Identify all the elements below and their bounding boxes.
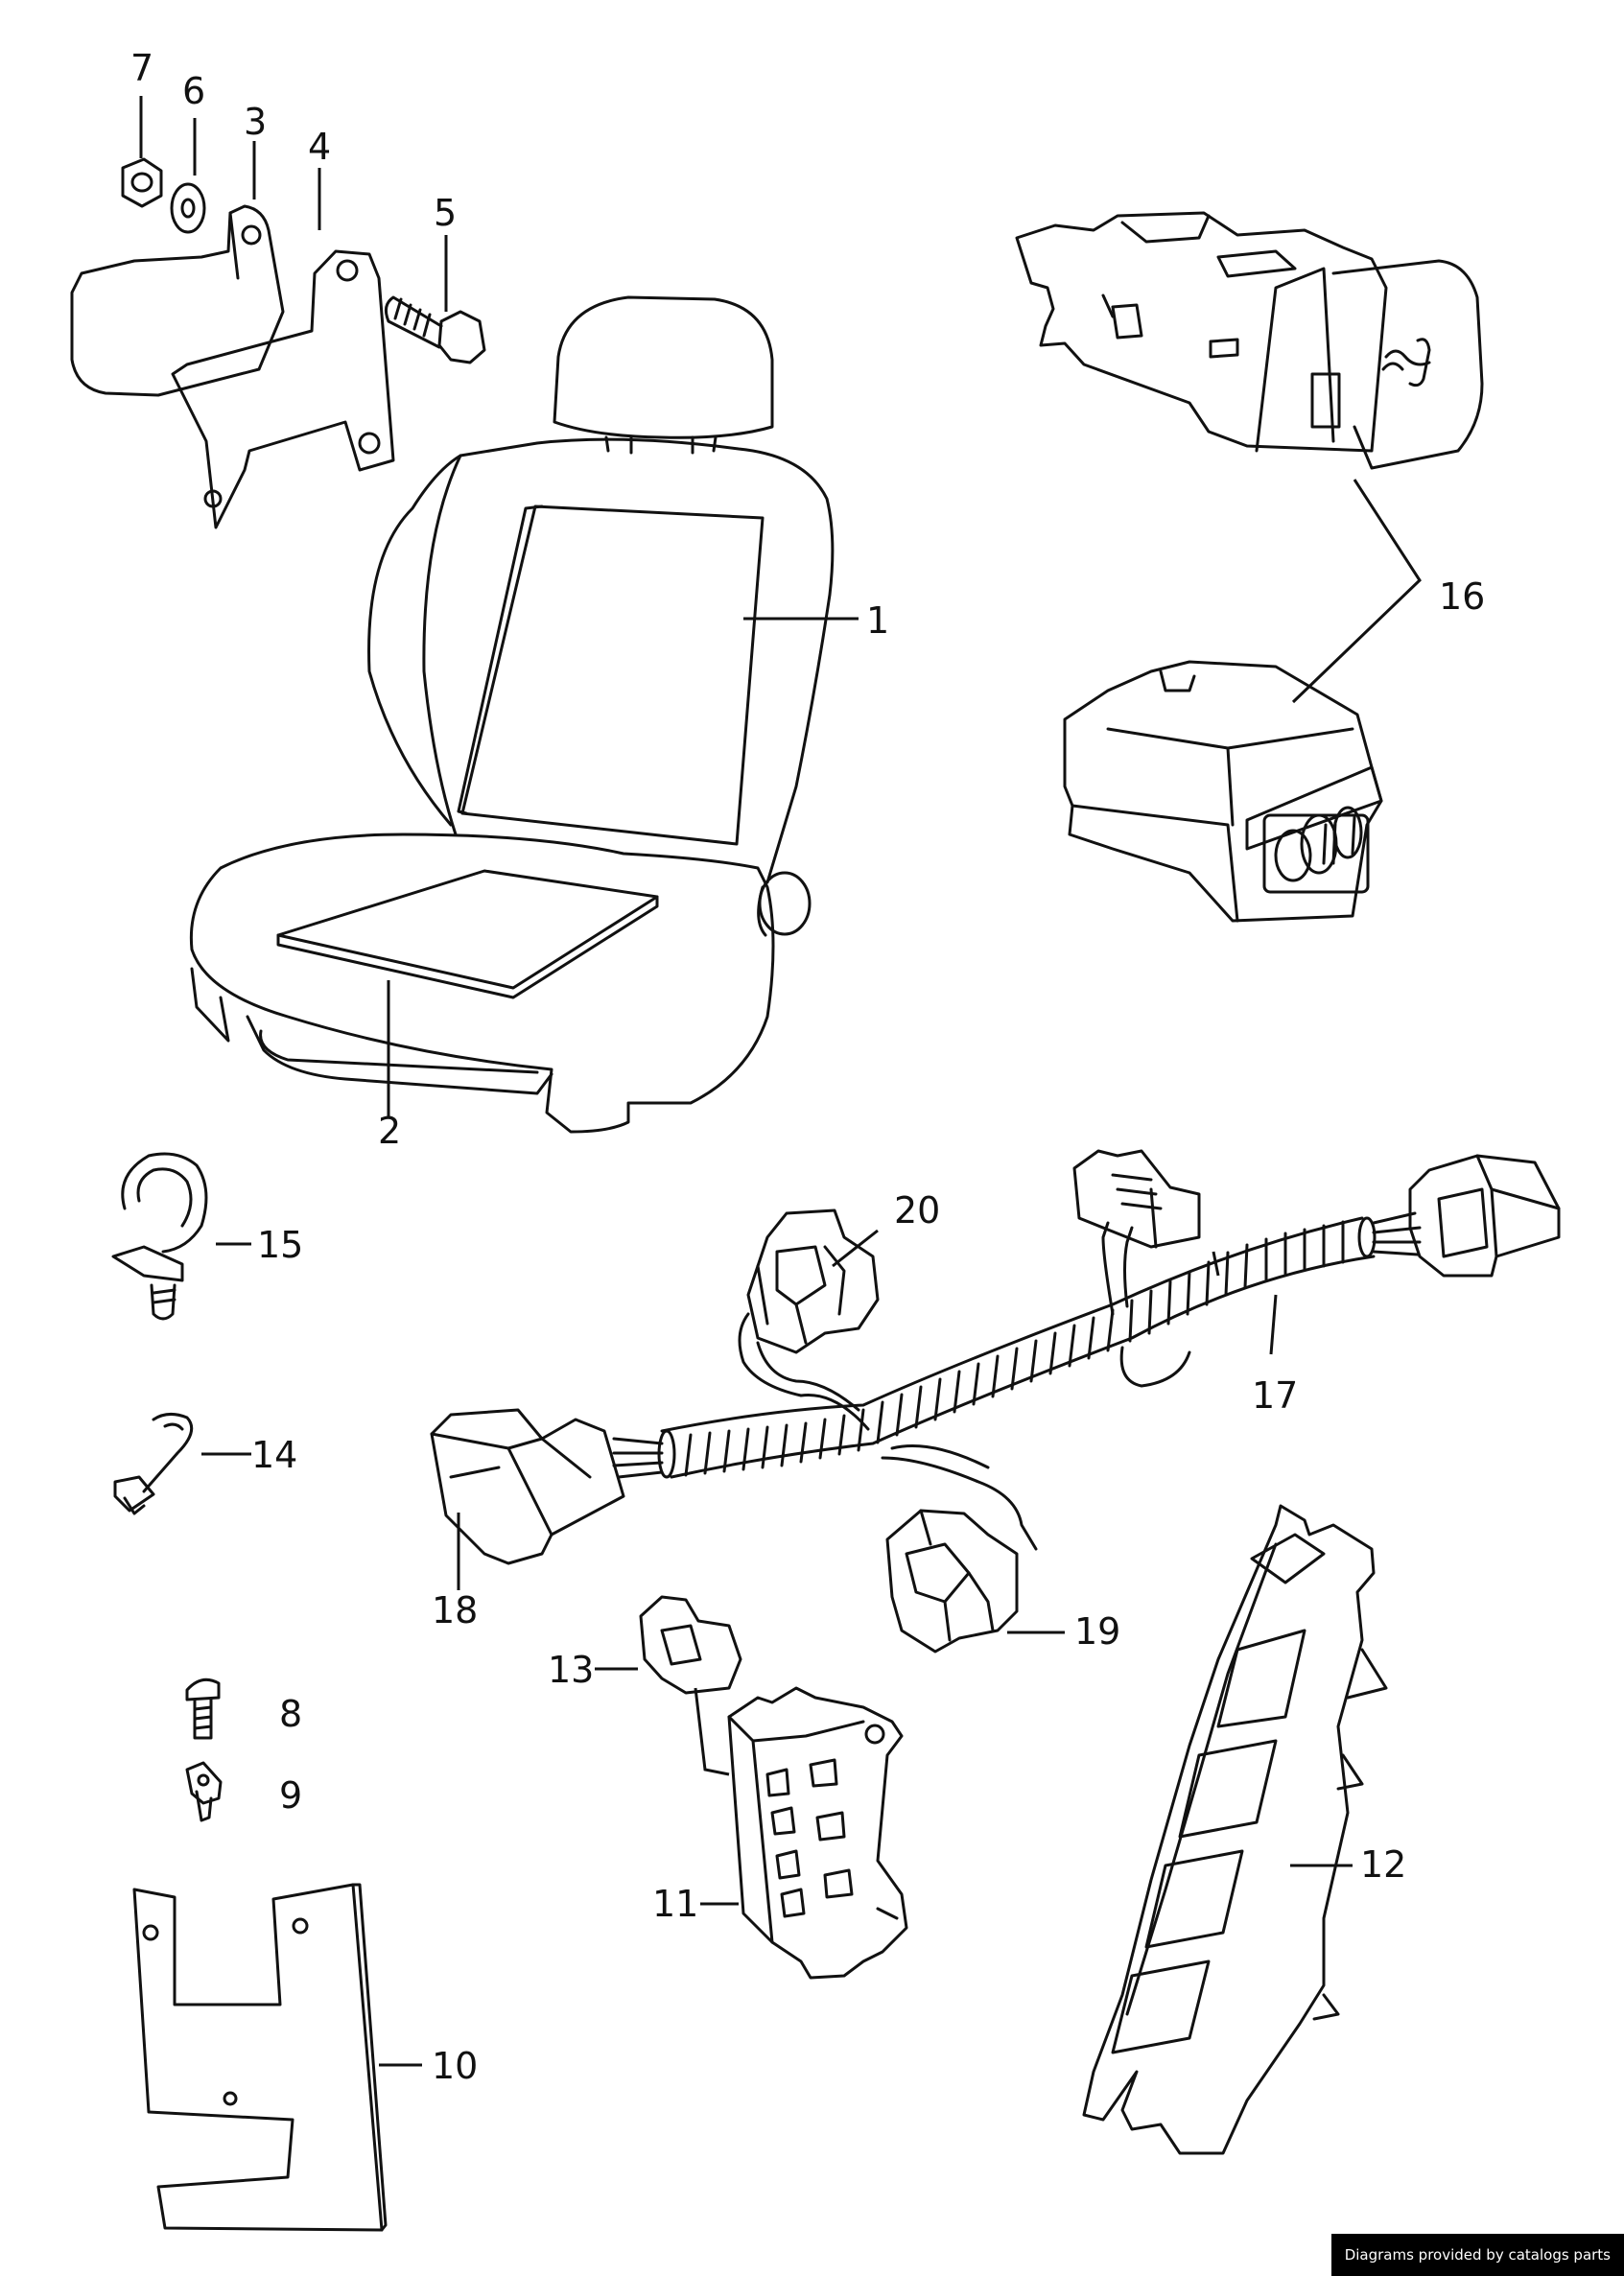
part-5-bolt [384,295,486,364]
part-18-connector [430,1408,625,1565]
callout-7: 7 [130,47,153,89]
part-3-bracket [70,204,285,397]
part-seat [189,295,835,1134]
callout-labels: 7 6 3 4 5 1 2 16 15 20 17 14 18 19 13 8 … [130,47,1485,2087]
callout-2: 2 [378,1110,401,1152]
part-4-plate [171,249,395,529]
callout-16: 16 [1439,575,1485,618]
part-10-plate [132,1883,388,2232]
diagram-credit: Diagrams provided by catalogs parts [1330,2234,1624,2276]
callout-10: 10 [432,2045,478,2087]
part-16-switch-top [1015,211,1484,470]
callout-3: 3 [244,101,267,143]
callout-19: 19 [1074,1610,1120,1653]
part-17-connector [1408,1154,1561,1278]
callout-4: 4 [308,126,331,168]
callout-5: 5 [434,192,457,234]
part-16-switch-bottom [1063,660,1383,923]
part-17-harness [612,1211,1422,1551]
part-7-nut [121,157,163,208]
callout-11: 11 [652,1883,698,1925]
part-15-clamp [111,1152,208,1321]
leader-lines [139,96,1422,2067]
callout-15: 15 [257,1224,303,1266]
part-6-washer [170,182,206,234]
part-20-connector [746,1208,880,1354]
callout-20: 20 [894,1189,940,1232]
callout-6: 6 [182,70,205,112]
callout-12: 12 [1360,1843,1406,1886]
part-14-cable-tie [113,1413,194,1515]
part-12-relay-panel [1082,1504,1388,2155]
part-harness-mid-connector [1072,1149,1201,1249]
part-8-screw [185,1678,221,1740]
callout-1: 1 [866,599,889,642]
callout-14: 14 [251,1434,297,1476]
callout-18: 18 [432,1589,478,1631]
part-9-clip-nut [185,1761,223,1822]
callout-17: 17 [1252,1374,1298,1417]
callout-9: 9 [279,1774,302,1817]
part-11-holder [727,1686,908,1980]
part-13-connector [639,1595,742,1695]
part-19-connector [885,1509,1019,1654]
callout-13: 13 [548,1649,594,1691]
callout-8: 8 [279,1693,302,1735]
